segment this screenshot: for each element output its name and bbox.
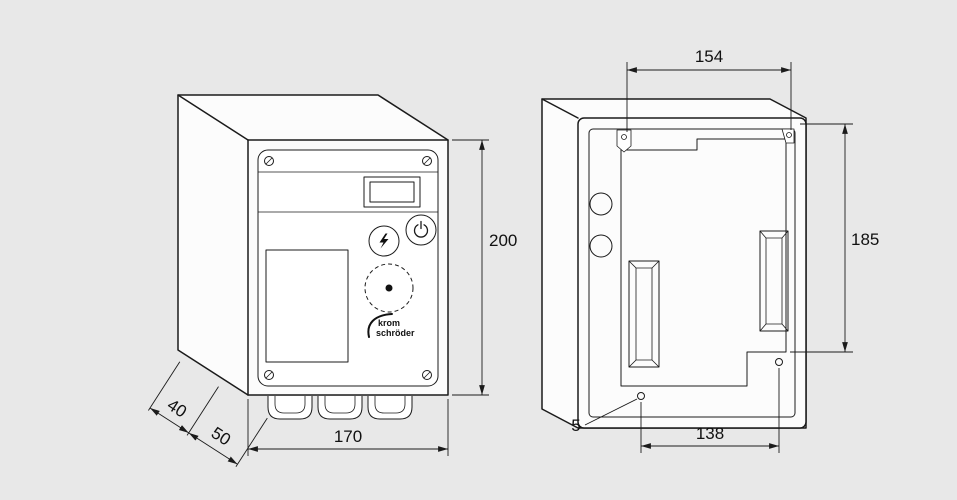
rear-depth-edge bbox=[541, 98, 579, 119]
dimension-width: 170 bbox=[247, 399, 449, 456]
screw-icon bbox=[264, 370, 274, 380]
dimension-height: 200 bbox=[452, 139, 517, 396]
screw-icon bbox=[422, 156, 432, 166]
mounting-hole-right bbox=[775, 358, 783, 366]
knockout-hole bbox=[589, 192, 613, 216]
power-icon bbox=[413, 220, 429, 238]
cable-gland bbox=[317, 396, 363, 420]
dimension-height-label: 200 bbox=[489, 231, 517, 250]
cable-glands bbox=[267, 396, 413, 420]
brand-swoosh-icon bbox=[367, 313, 393, 338]
reset-button bbox=[368, 225, 400, 257]
corner-clip-top-right bbox=[781, 128, 795, 144]
mounting-hole-left bbox=[637, 392, 645, 400]
corner-clip-top-left bbox=[616, 129, 632, 153]
rear-opening-rim bbox=[588, 128, 796, 418]
dimension-hole-spacing: 138 bbox=[640, 368, 780, 453]
dimension-inner-width-label: 154 bbox=[695, 47, 723, 66]
cable-gland-collar bbox=[374, 396, 406, 414]
dimension-inner-height-label: 185 bbox=[851, 230, 879, 249]
cable-gland-collar bbox=[324, 396, 356, 414]
hole-diameter-label: 5 bbox=[571, 416, 580, 435]
flame-viewing-window bbox=[364, 263, 414, 313]
mounting-bracket-left bbox=[628, 260, 660, 368]
door-screws bbox=[264, 156, 432, 380]
enclosure-depth-edge bbox=[177, 94, 249, 141]
screw-icon bbox=[264, 156, 274, 166]
reset-icon bbox=[379, 233, 389, 249]
viewing-window-dot bbox=[385, 284, 393, 292]
front-view: krom schröder 200 170 40 50 bbox=[148, 94, 517, 468]
brand-line2: schröder bbox=[376, 328, 415, 338]
cable-gland bbox=[267, 396, 313, 420]
brand-logo: krom schröder bbox=[367, 313, 415, 338]
display-window bbox=[363, 176, 421, 208]
power-button bbox=[405, 214, 437, 246]
dimension-width-label: 170 bbox=[334, 427, 362, 446]
cable-gland-collar bbox=[274, 396, 306, 414]
label-window bbox=[265, 249, 349, 363]
mounting-bracket-right bbox=[759, 230, 789, 332]
rear-opening-outer bbox=[577, 117, 807, 429]
callout-hole-diameter: 5 bbox=[571, 398, 638, 435]
cable-gland bbox=[367, 396, 413, 420]
screw-icon bbox=[422, 370, 432, 380]
rear-view: 154 185 138 5 bbox=[541, 47, 879, 453]
knockout-hole bbox=[589, 234, 613, 258]
dimension-hole-spacing-label: 138 bbox=[696, 424, 724, 443]
brand-line1: krom bbox=[378, 318, 400, 328]
dimension-inner-width: 154 bbox=[626, 47, 792, 132]
interior-contour bbox=[620, 138, 787, 387]
dimension-inner-height: 185 bbox=[790, 123, 879, 353]
